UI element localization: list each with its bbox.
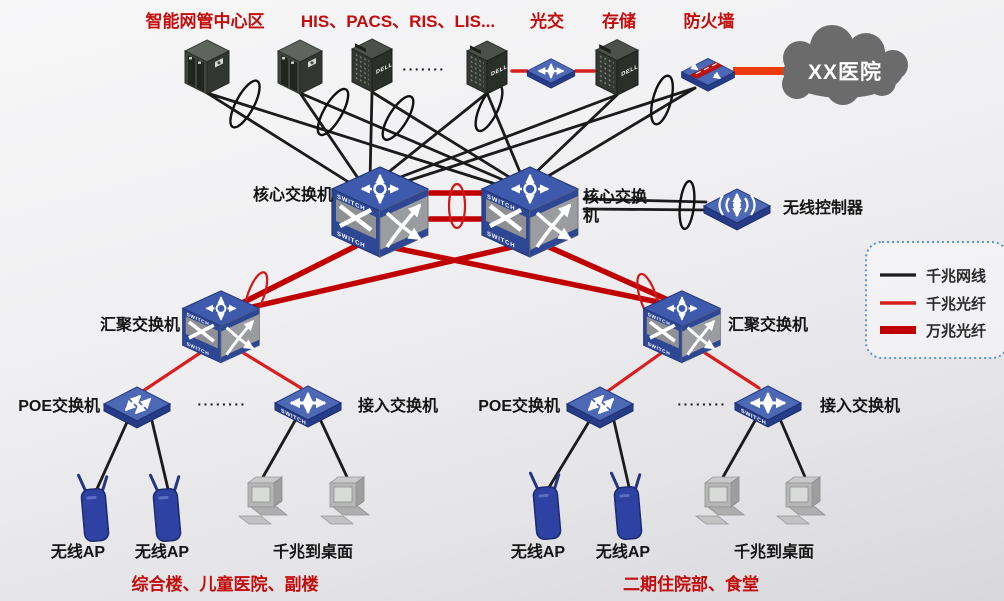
link-black — [582, 197, 708, 204]
label-ap3: 无线AP — [510, 542, 566, 561]
link-black — [485, 91, 524, 179]
link-black — [298, 91, 364, 186]
server-hp-2 — [277, 39, 323, 95]
link-black — [205, 91, 504, 188]
core-switch-right — [482, 167, 578, 257]
legend-item: 万兆光纤 — [880, 322, 986, 340]
wireless-ap-1 — [76, 471, 114, 544]
legend-label-10g: 万兆光纤 — [925, 322, 986, 340]
loop — [678, 179, 696, 231]
link-black — [150, 419, 170, 491]
link-black — [396, 86, 697, 186]
label-agg-left: 汇聚交换机 — [100, 315, 180, 334]
link-black — [388, 93, 619, 183]
link-fiber — [141, 347, 208, 393]
label-wireless-controller: 无线控制器 — [782, 198, 864, 217]
desktop-pc-3 — [695, 476, 745, 525]
links-gigabit-copper — [94, 86, 807, 493]
link-fiber — [606, 347, 669, 393]
link-black — [778, 417, 807, 479]
dots-right: ········ — [677, 396, 726, 412]
dots-left: ········ — [197, 396, 246, 412]
loop — [649, 74, 675, 126]
loop-red — [447, 182, 467, 230]
loop — [381, 95, 415, 141]
label-ap2: 无线AP — [134, 542, 190, 561]
label-site-left: 综合楼、儿童医院、副楼 — [132, 574, 319, 594]
firewall-device — [682, 58, 735, 91]
link-black — [298, 91, 510, 184]
label-desktop-right: 千兆到桌面 — [734, 542, 814, 561]
access-switch-right: SWITCH — [735, 386, 801, 427]
link-fiber — [697, 347, 761, 390]
label-desktop-left: 千兆到桌面 — [273, 542, 353, 561]
legend-label-fiber: 千兆光纤 — [926, 295, 986, 313]
server-dell-2 — [466, 40, 508, 95]
poe-switch-right — [567, 387, 633, 428]
link-black — [528, 93, 619, 180]
label-core-left: 核心交换机 — [253, 185, 333, 204]
link-black — [721, 417, 758, 479]
label-ap1: 无线AP — [50, 542, 106, 561]
optical-switch — [527, 59, 575, 89]
label-core-right-1: 核心交换 — [583, 187, 648, 206]
server-dell-1 — [351, 38, 393, 93]
link-10g — [245, 244, 515, 311]
label-storage: 存储 — [602, 11, 636, 31]
link-10g — [537, 240, 669, 302]
link-black — [612, 419, 631, 489]
link-fiber — [235, 347, 303, 390]
links-gigabit-fiber — [141, 69, 761, 393]
label-nmc-zone: 智能网管中心区 — [146, 11, 265, 31]
link-black — [261, 417, 298, 479]
link-10g — [387, 244, 661, 305]
wireless-controller — [704, 189, 770, 230]
loop — [229, 79, 261, 129]
storage-server — [595, 39, 639, 96]
link-10g — [239, 240, 365, 306]
link-black — [546, 418, 592, 491]
wireless-ap-3 — [528, 469, 566, 542]
legend-label-copper: 千兆网线 — [926, 267, 986, 285]
server-hp-1 — [184, 39, 230, 95]
link-black — [378, 91, 489, 181]
label-core-right-2: 机 — [583, 206, 599, 225]
label-poe-right: POE交换机 — [478, 396, 560, 415]
access-switch-left: SWITCH — [275, 386, 341, 427]
label-his-systems: HIS、PACS、RIS、LIS... — [301, 12, 495, 31]
label-site-right: 二期住院部、食堂 — [623, 574, 759, 594]
hospital-cloud: XX医院 — [782, 25, 908, 105]
link-black — [582, 207, 710, 212]
dots-top: ······· — [402, 61, 445, 77]
label-access-left: 接入交换机 — [358, 396, 438, 415]
label-agg-right: 汇聚交换机 — [728, 315, 808, 334]
links-10g-fiber — [239, 190, 669, 311]
link-black — [318, 417, 349, 479]
label-poe-left: POE交换机 — [18, 396, 100, 415]
link-black — [94, 418, 130, 493]
label-firewall: 防火墙 — [684, 11, 735, 31]
label-access-right: 接入交换机 — [820, 396, 900, 415]
label-optical: 光交 — [529, 11, 564, 31]
desktop-pc-4 — [776, 476, 826, 525]
poe-switch-left — [104, 387, 170, 428]
legend: 千兆网线 千兆光纤 万兆光纤 — [865, 241, 1004, 359]
link-black — [368, 90, 374, 182]
cloud-label: XX医院 — [808, 60, 882, 84]
desktop-pc-1 — [238, 476, 288, 525]
label-ap4: 无线AP — [595, 542, 651, 561]
loop — [316, 87, 350, 137]
legend-item: 千兆网线 — [880, 267, 986, 285]
desktop-pc-2 — [320, 476, 370, 525]
legend-item: 千兆光纤 — [880, 295, 986, 313]
